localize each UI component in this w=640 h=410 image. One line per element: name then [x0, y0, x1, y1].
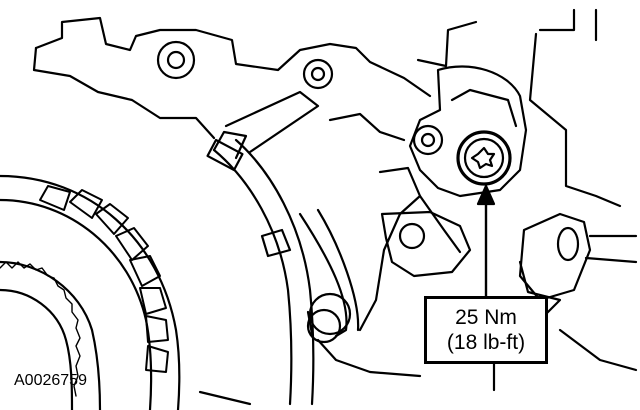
torque-callout-box: 25 Nm (18 lb-ft) — [424, 296, 548, 364]
callout-leader — [476, 184, 496, 392]
chain-guide — [206, 90, 320, 406]
tensioner-pin — [306, 292, 352, 344]
tensioner-body — [380, 65, 528, 278]
figure-id-label: A0026759 — [14, 372, 87, 389]
housing-bolt-boss-2 — [302, 58, 334, 90]
sprocket-teeth — [39, 185, 169, 373]
torque-metric-label: 25 Nm — [455, 306, 517, 329]
torque-imperial-label: (18 lb-ft) — [446, 331, 526, 354]
crankshaft-sprocket — [0, 174, 181, 410]
housing-bolt-boss — [156, 40, 196, 80]
inner-gear-teeth — [0, 261, 81, 397]
torque-bolt — [456, 130, 512, 186]
engine-block-outline — [32, 8, 622, 208]
lower-cover — [198, 328, 638, 406]
